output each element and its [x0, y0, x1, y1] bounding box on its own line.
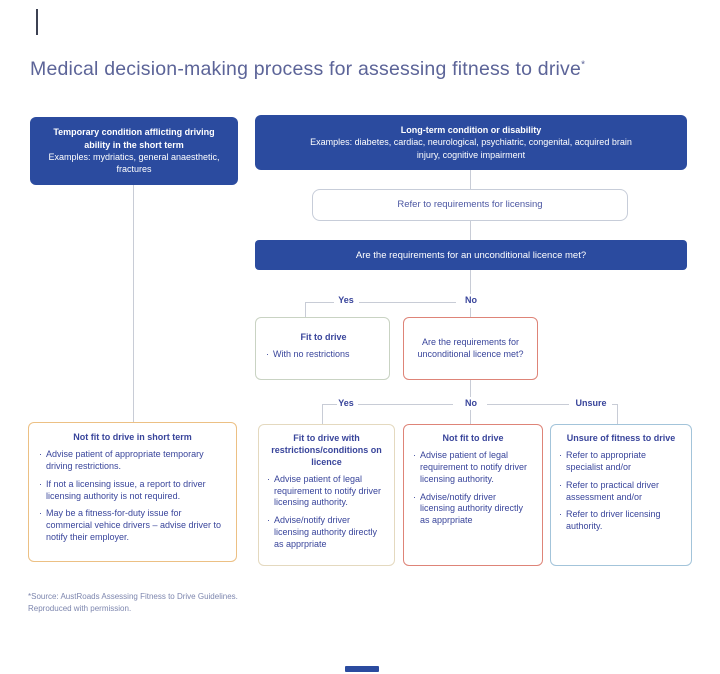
fit-restrictions-title: Fit to drive with restrictions/condition…	[271, 433, 382, 467]
connector-line	[470, 308, 471, 317]
connector-line	[359, 302, 456, 303]
connector-line	[470, 410, 471, 424]
not-fit-bullets: · Advise patient of legal requirement to …	[413, 450, 533, 527]
bottom-accent-bar	[345, 666, 379, 672]
bullet-text: Advise patient of appropriate temporary …	[46, 448, 204, 471]
bullet-text: Advise/notify driver licensing authority…	[274, 515, 378, 549]
bullet-item: · Advise patient of legal requirement to …	[413, 450, 533, 486]
bullet-item: · Refer to appropriate specialist and/or	[559, 450, 683, 474]
bullet-text: Refer to driver licensing authority.	[566, 509, 661, 532]
branch1-yes-label: Yes	[336, 295, 356, 306]
connector-line	[470, 270, 471, 294]
fit-to-drive-box: Fit to drive · With no restrictions	[255, 317, 390, 380]
bullet-dot: ·	[266, 348, 269, 359]
connector-line	[133, 185, 134, 422]
not-fit-short-term-bullets: · Advise patient of appropriate temporary…	[39, 449, 226, 544]
page-title-text: Medical decision-making process for asse…	[30, 58, 582, 80]
bullet-item: · If not a licensing issue, a report to d…	[39, 479, 226, 503]
not-fit-title: Not fit to drive	[442, 433, 504, 443]
bullet-dot: ·	[559, 479, 562, 490]
unsure-fitness-box: Unsure of fitness to drive · Refer to app…	[550, 424, 692, 566]
cursor-tick	[36, 9, 38, 35]
bullet-text: May be a fitness-for-duty issue for comm…	[46, 508, 222, 543]
bullet-dot: ·	[39, 508, 42, 519]
source-footnote-line2: Reproduced with permission.	[28, 603, 132, 613]
refer-requirements-box: Refer to requirements for licensing	[312, 189, 628, 221]
source-footnote-line1: *Source: AustRoads Assessing Fitness to …	[28, 592, 238, 601]
bullet-item: · May be a fitness-for-duty issue for com…	[39, 508, 226, 544]
bullet-item: · Refer to practical driver assessment an…	[559, 480, 683, 504]
unconditional-licence-bar: Are the requirements for an unconditiona…	[255, 240, 687, 270]
bullet-dot: ·	[267, 473, 270, 484]
unsure-fitness-bullets: ·Refer to appropriate specialist and/or·…	[559, 450, 683, 533]
temporary-condition-examples: Examples: mydriatics, general anaestheti…	[48, 152, 220, 175]
bullet-item: · Advise/notify driver licensing authorit…	[267, 515, 386, 551]
branch2-unsure-label: Unsure	[573, 398, 609, 409]
connector-line	[305, 302, 306, 317]
bullet-dot: ·	[559, 449, 562, 460]
connector-line	[322, 404, 337, 405]
temporary-condition-title: Temporary condition afflicting driving a…	[53, 127, 215, 150]
branch2-yes-label: Yes	[336, 398, 356, 409]
unconditional-question-box: Are the requirements for unconditional l…	[403, 317, 538, 380]
fit-to-drive-title: Fit to drive	[300, 332, 347, 342]
fit-restrictions-bullets: · Advise patient of legal requirement to …	[267, 474, 386, 551]
branch1-no-label: No	[463, 295, 479, 306]
not-fit-box: Not fit to drive · Advise patient of lega…	[403, 424, 543, 566]
bullet-text: Refer to appropriate specialist and/or	[566, 449, 647, 472]
connector-line	[322, 404, 323, 424]
bullet-item: · Refer to driver licensing authority.	[559, 509, 683, 533]
not-fit-short-term-title: Not fit to drive in short term	[73, 432, 192, 442]
source-footnote: *Source: AustRoads Assessing Fitness to …	[28, 591, 238, 614]
branch2-no-label: No	[463, 398, 479, 409]
not-fit-short-term-box: Not fit to drive in short term · Advise p…	[28, 422, 237, 562]
fit-to-drive-bullets: · With no restrictions	[266, 349, 381, 361]
bullet-item: · Advise patient of appropriate temporary…	[39, 449, 226, 473]
bullet-dot: ·	[559, 509, 562, 520]
bullet-text: Refer to practical driver assessment and…	[566, 479, 660, 502]
connector-line	[358, 404, 453, 405]
bullet-text: Advise patient of legal requirement to n…	[274, 473, 382, 508]
bullet-dot: ·	[267, 515, 270, 526]
connector-line	[470, 170, 471, 189]
connector-line	[612, 404, 618, 405]
bullet-text: Advise patient of legal requirement to n…	[420, 449, 528, 484]
temporary-condition-box: Temporary condition afflicting driving a…	[30, 117, 238, 185]
page-title-asterisk: *	[581, 59, 586, 71]
unsure-fitness-title: Unsure of fitness to drive	[566, 433, 676, 443]
fit-restrictions-box: Fit to drive with restrictions/condition…	[258, 424, 395, 566]
bullet-dot: ·	[413, 449, 416, 460]
connector-line	[305, 302, 334, 303]
longterm-condition-examples: Examples: diabetes, cardiac, neurologica…	[310, 137, 632, 160]
longterm-condition-box: Long-term condition or disability Exampl…	[255, 115, 687, 170]
longterm-condition-title: Long-term condition or disability	[400, 124, 542, 135]
bullet-text: Advise/notify driver licensing authority…	[420, 491, 524, 526]
refer-requirements-label: Refer to requirements for licensing	[397, 198, 543, 210]
bullet-dot: ·	[39, 478, 42, 489]
bullet-text: With no restrictions	[273, 348, 350, 359]
connector-line	[470, 380, 471, 397]
connector-line	[617, 404, 618, 424]
bullet-item: · Advise patient of legal requirement to …	[267, 474, 386, 510]
bullet-item: · With no restrictions	[266, 349, 381, 361]
bullet-dot: ·	[413, 491, 416, 502]
page-title: Medical decision-making process for asse…	[30, 58, 585, 81]
bullet-text: If not a licensing issue, a report to dr…	[46, 478, 206, 501]
connector-line	[470, 221, 471, 240]
connector-line	[487, 404, 569, 405]
bullet-item: · Advise/notify driver licensing authorit…	[413, 492, 533, 528]
bullet-dot: ·	[39, 448, 42, 459]
unconditional-question-label: Are the requirements for unconditional l…	[417, 336, 524, 359]
unconditional-licence-bar-label: Are the requirements for an unconditiona…	[355, 249, 587, 261]
